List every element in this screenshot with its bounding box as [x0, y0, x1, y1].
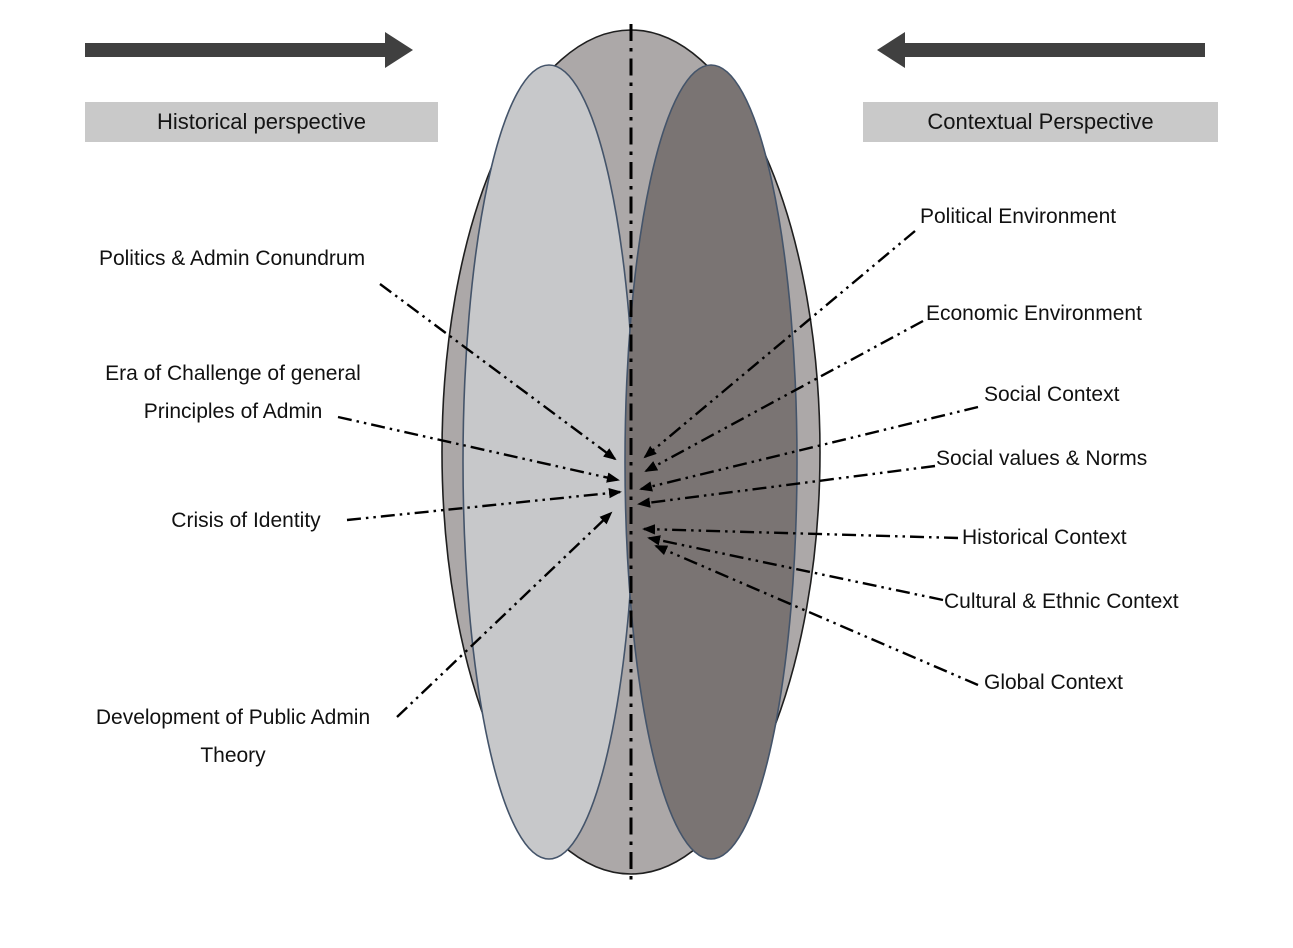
right-arrow-icon — [85, 32, 413, 68]
contextual-perspective-banner: Contextual Perspective — [863, 102, 1218, 142]
label-era-of-challenge: Era of Challenge of general Principles o… — [105, 362, 361, 423]
connector-politics-admin-conundrum — [379, 283, 617, 461]
connector-historical-context — [642, 524, 959, 540]
label-development-public-admin-theory: Development of Public Admin Theory — [95, 706, 371, 767]
label-politics-admin-conundrum: Politics & Admin Conundrum — [98, 247, 366, 270]
connector-political-environment — [643, 230, 916, 459]
label-crisis-of-identity: Crisis of Identity — [171, 509, 321, 532]
historical-perspective-banner: Historical perspective — [85, 102, 438, 142]
label-historical-context: Historical Context — [962, 526, 1127, 549]
label-economic-environment: Economic Environment — [926, 302, 1142, 325]
label-social-values-norms: Social values & Norms — [936, 447, 1148, 470]
connector-social-values-norms — [637, 464, 936, 508]
historical-perspective-ellipse — [462, 64, 636, 860]
connector-era-of-challenge — [337, 415, 620, 483]
connector-social-context — [639, 405, 979, 492]
connector-cultural-ethnic-context — [647, 535, 944, 602]
label-global-context: Global Context — [984, 671, 1123, 694]
connector-global-context — [654, 544, 979, 687]
left-arrow-icon — [877, 32, 1205, 68]
label-social-context: Social Context — [984, 383, 1120, 406]
label-cultural-ethnic-context: Cultural & Ethnic Context — [944, 590, 1179, 613]
connector-crisis-of-identity — [346, 487, 622, 522]
label-political-environment: Political Environment — [920, 205, 1117, 228]
contextual-perspective-ellipse — [624, 64, 798, 860]
connector-development-public-admin-theory — [396, 511, 613, 718]
